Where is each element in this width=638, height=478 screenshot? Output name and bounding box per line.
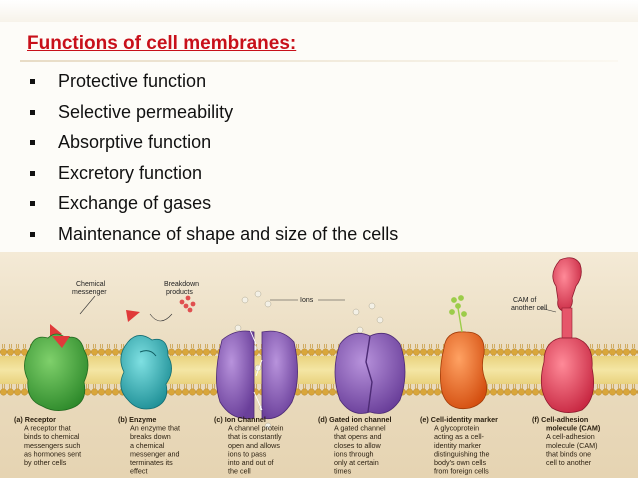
bullet-square-icon bbox=[30, 201, 35, 207]
caption-line: terminates its bbox=[130, 458, 173, 467]
messenger-icon bbox=[126, 310, 140, 322]
chemical-messenger-label-2: messenger bbox=[72, 289, 107, 296]
leader-lines bbox=[79, 295, 557, 322]
caption-line: acting as a cell- bbox=[434, 432, 485, 441]
caption-line: messengers such bbox=[24, 441, 80, 450]
caption-enzyme: (b) Enzyme An enzyme that breaks down a … bbox=[118, 415, 182, 476]
cell-identity-marker-protein bbox=[440, 295, 488, 410]
caption-line: from foreign cells bbox=[434, 467, 489, 476]
caption-line: effect bbox=[130, 467, 147, 476]
caption-cell-identity-marker: (e) Cell-identity marker A glycoprotein … bbox=[420, 415, 500, 476]
caption-line: molecule (CAM) bbox=[546, 424, 601, 433]
caption-line: that opens and bbox=[334, 432, 382, 441]
caption-heading: (d) Gated ion channel bbox=[318, 415, 391, 424]
caption-line: as hormones sent bbox=[24, 449, 81, 458]
caption-line: A receptor that bbox=[24, 424, 71, 433]
cam-label: CAM of bbox=[513, 297, 536, 304]
caption-line: identity marker bbox=[434, 441, 482, 450]
caption-cell-adhesion: (f) Cell-adhesion molecule (CAM) A cell-… bbox=[532, 415, 602, 467]
caption-line: the cell bbox=[228, 467, 251, 476]
caption-line: by other cells bbox=[24, 458, 67, 467]
bullet-square-icon bbox=[30, 109, 35, 115]
bullet-text: Exchange of gases bbox=[58, 193, 212, 214]
caption-heading: (e) Cell-identity marker bbox=[420, 415, 498, 424]
bullet-text: Excretory function bbox=[58, 162, 203, 183]
ions-label: Ions bbox=[300, 297, 314, 304]
caption-line: body's own cells bbox=[434, 458, 487, 467]
caption-gated-ion-channel: (d) Gated ion channel A gated channel th… bbox=[318, 415, 393, 476]
bullet-square-icon bbox=[30, 79, 35, 84]
caption-line: messenger and bbox=[130, 449, 180, 458]
caption-heading: (c) Ion Channel bbox=[214, 415, 266, 424]
caption-line: breaks down bbox=[130, 432, 171, 441]
caption-line: cell to another bbox=[546, 458, 592, 467]
captions: (a) Receptor A receptor that binds to ch… bbox=[14, 415, 602, 476]
caption-line: ions to pass bbox=[228, 449, 267, 458]
caption-line: ions through bbox=[334, 449, 374, 458]
caption-line: times bbox=[334, 467, 352, 476]
gated-ion-channel-protein bbox=[334, 332, 406, 414]
caption-heading: (b) Enzyme bbox=[118, 415, 156, 424]
caption-line: a chemical bbox=[130, 441, 165, 450]
caption-heading: (f) Cell-adhesion bbox=[532, 415, 588, 424]
enzyme-protein bbox=[120, 335, 172, 410]
caption-line: A glycoprotein bbox=[434, 424, 479, 433]
membrane-diagram: Chemical messenger Breakdown products Io… bbox=[0, 252, 638, 478]
caption-line: A gated channel bbox=[334, 424, 386, 433]
breakdown-label: Breakdown bbox=[164, 281, 199, 288]
membrane-figure: Chemical messenger Breakdown products Io… bbox=[0, 252, 638, 478]
caption-line: that is constantly bbox=[228, 432, 282, 441]
slide-title: Functions of cell membranes: bbox=[27, 33, 297, 54]
breakdown-products-icon bbox=[179, 295, 196, 313]
caption-line: An enzyme that bbox=[130, 424, 180, 433]
caption-line: A cell-adhesion bbox=[546, 432, 595, 441]
caption-heading: (a) Receptor bbox=[14, 415, 56, 424]
caption-line: open and allows bbox=[228, 441, 280, 450]
ion-channel-protein bbox=[216, 329, 298, 420]
bullet-text: Absorptive function bbox=[58, 132, 212, 153]
caption-line: binds to chemical bbox=[24, 432, 80, 441]
bullet-text: Protective function bbox=[58, 71, 207, 91]
bullet-text: Selective permeability bbox=[58, 101, 234, 122]
bullet-square-icon bbox=[30, 170, 35, 176]
caption-line: only at certain bbox=[334, 458, 379, 467]
bullet-square-icon bbox=[30, 231, 35, 237]
breakdown-label-2: products bbox=[166, 289, 193, 296]
cam-label-2: another cell bbox=[511, 305, 548, 312]
caption-line: molecule (CAM) bbox=[546, 441, 598, 450]
bullet-square-icon bbox=[30, 140, 35, 146]
caption-line: into and out of bbox=[228, 458, 274, 467]
bullet-text: Maintenance of shape and size of the cel… bbox=[58, 223, 399, 244]
caption-receptor: (a) Receptor A receptor that binds to ch… bbox=[14, 415, 83, 467]
caption-ion-channel: (c) Ion Channel A channel protein that i… bbox=[214, 415, 286, 476]
caption-line: A channel protein bbox=[228, 424, 284, 433]
cell-adhesion-molecule-protein bbox=[540, 257, 595, 413]
title-rule bbox=[20, 60, 618, 62]
top-band bbox=[0, 0, 638, 22]
receptor-protein bbox=[24, 333, 89, 411]
caption-line: closes to allow bbox=[334, 441, 382, 450]
caption-line: distinguishing the bbox=[434, 449, 490, 458]
chemical-messenger-label: Chemical bbox=[76, 281, 106, 288]
caption-line: that binds one bbox=[546, 449, 591, 458]
